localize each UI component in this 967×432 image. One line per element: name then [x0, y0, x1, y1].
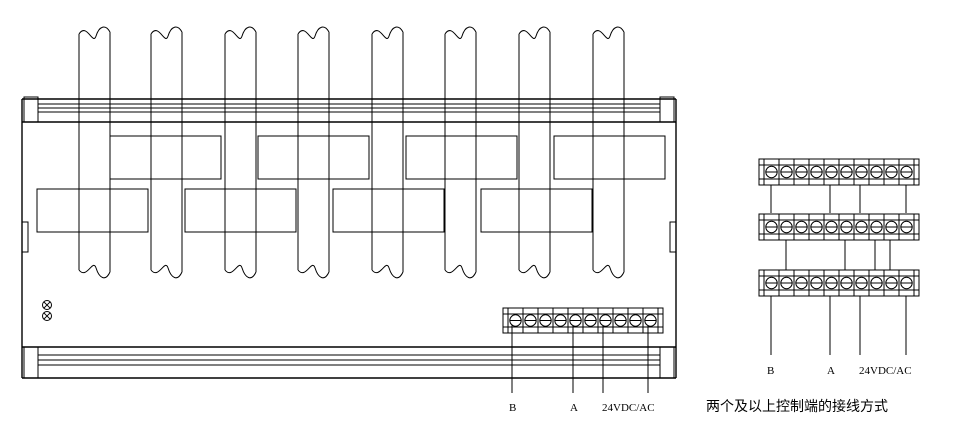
- right-clip: [669, 221, 677, 253]
- cable-strip: [150, 26, 183, 279]
- screw-icon: [885, 220, 898, 234]
- terminal-block: [758, 158, 920, 186]
- screw-icon: [644, 314, 657, 327]
- led-indicators: [42, 300, 52, 321]
- relay-box: [553, 135, 666, 180]
- screw-icon: [855, 276, 868, 290]
- screw-icon: [509, 314, 522, 327]
- screw-icon: [780, 165, 793, 179]
- relay-module: B A 24VDC/AC: [21, 26, 677, 414]
- screw-icon: [795, 276, 808, 290]
- screw-icon: [825, 165, 838, 179]
- screw-icon: [614, 314, 627, 327]
- screw-icon: [554, 314, 567, 327]
- stacked-terminal-blocks: [758, 158, 920, 297]
- relay-box: [332, 188, 445, 233]
- terminal-block-main: [502, 307, 664, 334]
- cable-strip: [224, 26, 257, 279]
- screw-icon: [855, 165, 868, 179]
- screw-icon: [870, 220, 883, 234]
- screw-icon: [524, 314, 537, 327]
- cable-strips: [78, 26, 625, 279]
- screw-icon: [795, 165, 808, 179]
- relay-box: [257, 135, 370, 180]
- relay-box: [109, 135, 222, 180]
- screw-icon: [870, 276, 883, 290]
- cable-strip: [78, 26, 111, 279]
- screw-icon: [885, 276, 898, 290]
- terminal-label-a: A: [570, 402, 578, 414]
- multi-controller-detail: B A 24VDC/AC 两个及以上控制端的接线方式: [706, 158, 920, 415]
- terminal-block: [758, 269, 920, 297]
- cable-strip: [371, 26, 404, 279]
- detail-label-b: B: [767, 365, 774, 377]
- left-clip: [21, 221, 29, 253]
- terminal-label-b: B: [509, 402, 516, 414]
- screw-icon: [584, 314, 597, 327]
- screw-icon: [855, 220, 868, 234]
- screw-icon: [569, 314, 582, 327]
- cable-strip: [518, 26, 551, 279]
- terminal-leads-main: [511, 325, 649, 393]
- terminal-block: [758, 213, 920, 241]
- screw-icon: [840, 220, 853, 234]
- screw-icon: [810, 220, 823, 234]
- led-icon: [42, 311, 52, 321]
- screw-icon: [810, 276, 823, 290]
- relay-box: [405, 135, 518, 180]
- screw-icon: [885, 165, 898, 179]
- screw-icon: [900, 220, 913, 234]
- screw-icon: [765, 220, 778, 234]
- cable-strip: [444, 26, 477, 279]
- relay-box: [36, 188, 149, 233]
- cable-strip: [297, 26, 330, 279]
- screw-icon: [825, 220, 838, 234]
- terminal-label-power: 24VDC/AC: [602, 402, 655, 414]
- relay-boxes-top-row: [109, 135, 666, 180]
- screw-icon: [539, 314, 552, 327]
- screw-icon: [765, 276, 778, 290]
- screw-icon: [840, 165, 853, 179]
- screw-icon: [765, 165, 778, 179]
- led-icon: [42, 300, 52, 310]
- screw-icon: [900, 276, 913, 290]
- screw-icon: [780, 220, 793, 234]
- screw-icon: [870, 165, 883, 179]
- screw-icon: [795, 220, 808, 234]
- cable-strip: [592, 26, 625, 279]
- relay-box: [184, 188, 297, 233]
- daisy-chain-wiring: [770, 185, 907, 355]
- detail-label-a: A: [827, 365, 835, 377]
- screw-icon: [599, 314, 612, 327]
- screw-icon: [810, 165, 823, 179]
- detail-label-power: 24VDC/AC: [859, 365, 912, 377]
- relay-boxes-bottom-row: [36, 188, 593, 233]
- terminal-block: [502, 307, 664, 334]
- screw-icon: [780, 276, 793, 290]
- top-din-rail: [22, 96, 676, 123]
- screw-icon: [900, 165, 913, 179]
- screw-icon: [825, 276, 838, 290]
- screw-icon: [629, 314, 642, 327]
- screw-icon: [840, 276, 853, 290]
- detail-caption: 两个及以上控制端的接线方式: [706, 398, 888, 415]
- bottom-din-rail: [22, 346, 676, 379]
- relay-box: [480, 188, 593, 233]
